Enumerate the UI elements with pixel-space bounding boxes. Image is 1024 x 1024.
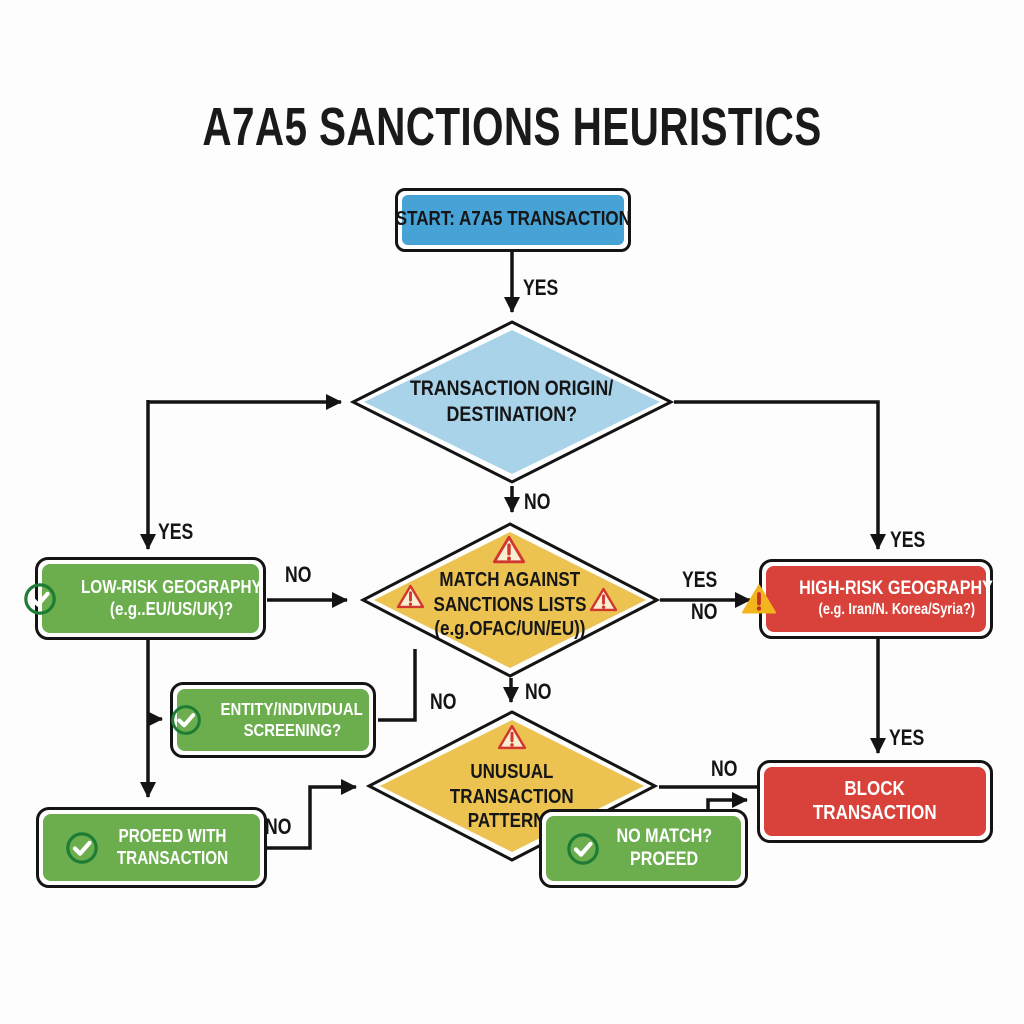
check-circle-icon (23, 582, 57, 616)
origin-decision-line2: DESTINATION? (446, 403, 578, 426)
node-no-match-proceed: NO MATCH? PROEED (539, 809, 748, 888)
node-start: START: A7A5 TRANSACTION (395, 188, 631, 252)
edge-label-origin-no: NO (524, 489, 551, 514)
block-line1: BLOCK (844, 777, 906, 800)
edge-origin-highrisk (674, 400, 886, 550)
check-circle-icon (65, 831, 99, 865)
unusual-patterns-line1: UNUSUAL (470, 761, 554, 784)
node-low-risk-geography: LOW-RISK GEOGRAPHY (e.g..EU/US/UK)? (24, 557, 266, 640)
proceed-line2: TRANSACTION (116, 847, 229, 868)
edge-label-unusual-no: NO (525, 679, 552, 704)
start-label: START: A7A5 TRANSACTION (395, 208, 631, 231)
edge-label-sanctions-no: NO (691, 599, 718, 624)
diamond-shape (350, 320, 674, 484)
warning-triangle-icon (396, 583, 425, 610)
warning-triangle-icon (492, 534, 526, 565)
block-line2: TRANSACTION (813, 801, 937, 824)
edge-label-sanctions-yes: YES (682, 567, 718, 592)
sanctions-match-line2: SANCTIONS LISTS (433, 593, 587, 616)
edge-label-start-yes: YES (523, 275, 559, 300)
page-title-text: A7A5 SANCTIONS HEURISTICS (202, 97, 822, 158)
node-origin-decision: TRANSACTION ORIGIN/ DESTINATION? (350, 320, 674, 484)
unusual-patterns-line3: PATTERN? (467, 810, 557, 833)
edge-nomatch-block (706, 792, 748, 812)
edge-label-proceed-no: NO (265, 814, 292, 839)
edge-sanctions-entity (378, 649, 417, 722)
check-circle-icon (566, 832, 600, 866)
edge-label-entity-no: NO (430, 689, 457, 714)
entity-screening-line2: SCREENING? (243, 720, 341, 740)
node-entity-screening: ENTITY/INDIVIDUAL SCREENING? (170, 682, 376, 758)
low-risk-line1: LOW-RISK GEOGRAPHY (81, 577, 262, 598)
edge-label-lowrisk-yes: YES (158, 519, 194, 544)
proceed-line1: PROEED WITH (118, 826, 227, 847)
node-high-risk-geography: HIGH-RISK GEOGRAPHY (e.g. Iran/N. Korea/… (742, 559, 994, 639)
page-title: A7A5 SANCTIONS HEURISTICS (0, 96, 1024, 158)
edge-label-lowrisk-no: NO (285, 562, 312, 587)
warning-triangle-icon (589, 586, 618, 613)
check-circle-icon (170, 704, 202, 736)
unusual-patterns-line2: TRANSACTION (450, 785, 574, 808)
warning-triangle-icon (497, 723, 527, 751)
origin-decision-line1: TRANSACTION ORIGIN/ (410, 377, 614, 401)
node-sanctions-match: MATCH AGAINST SANCTIONS LISTS (e.g.OFAC/… (360, 522, 660, 678)
node-block-transaction: BLOCK TRANSACTION (757, 760, 993, 843)
warning-triangle-icon (741, 583, 777, 615)
edge-proceed-unusual (267, 779, 357, 850)
diamond-shape (360, 522, 660, 678)
high-risk-line2: (e.g. Iran/N. Korea/Syria?) (818, 600, 975, 618)
node-proceed-transaction: PROEED WITH TRANSACTION (36, 807, 267, 888)
edge-label-highrisk-yes: YES (890, 527, 926, 552)
edge-label-block-no: NO (711, 756, 738, 781)
entity-screening-line1: ENTITY/INDIVIDUAL (220, 699, 364, 720)
no-match-line2: PROEED (630, 848, 699, 870)
high-risk-line1: HIGH-RISK GEOGRAPHY (799, 578, 994, 600)
sanctions-match-line1: MATCH AGAINST (439, 569, 581, 592)
sanctions-match-line3: (e.g.OFAC/UN/EU)) (434, 618, 586, 641)
edge-label-block-yes: YES (889, 725, 925, 750)
low-risk-line2: (e.g..EU/US/UK)? (109, 598, 234, 619)
no-match-line1: NO MATCH? (616, 826, 713, 848)
